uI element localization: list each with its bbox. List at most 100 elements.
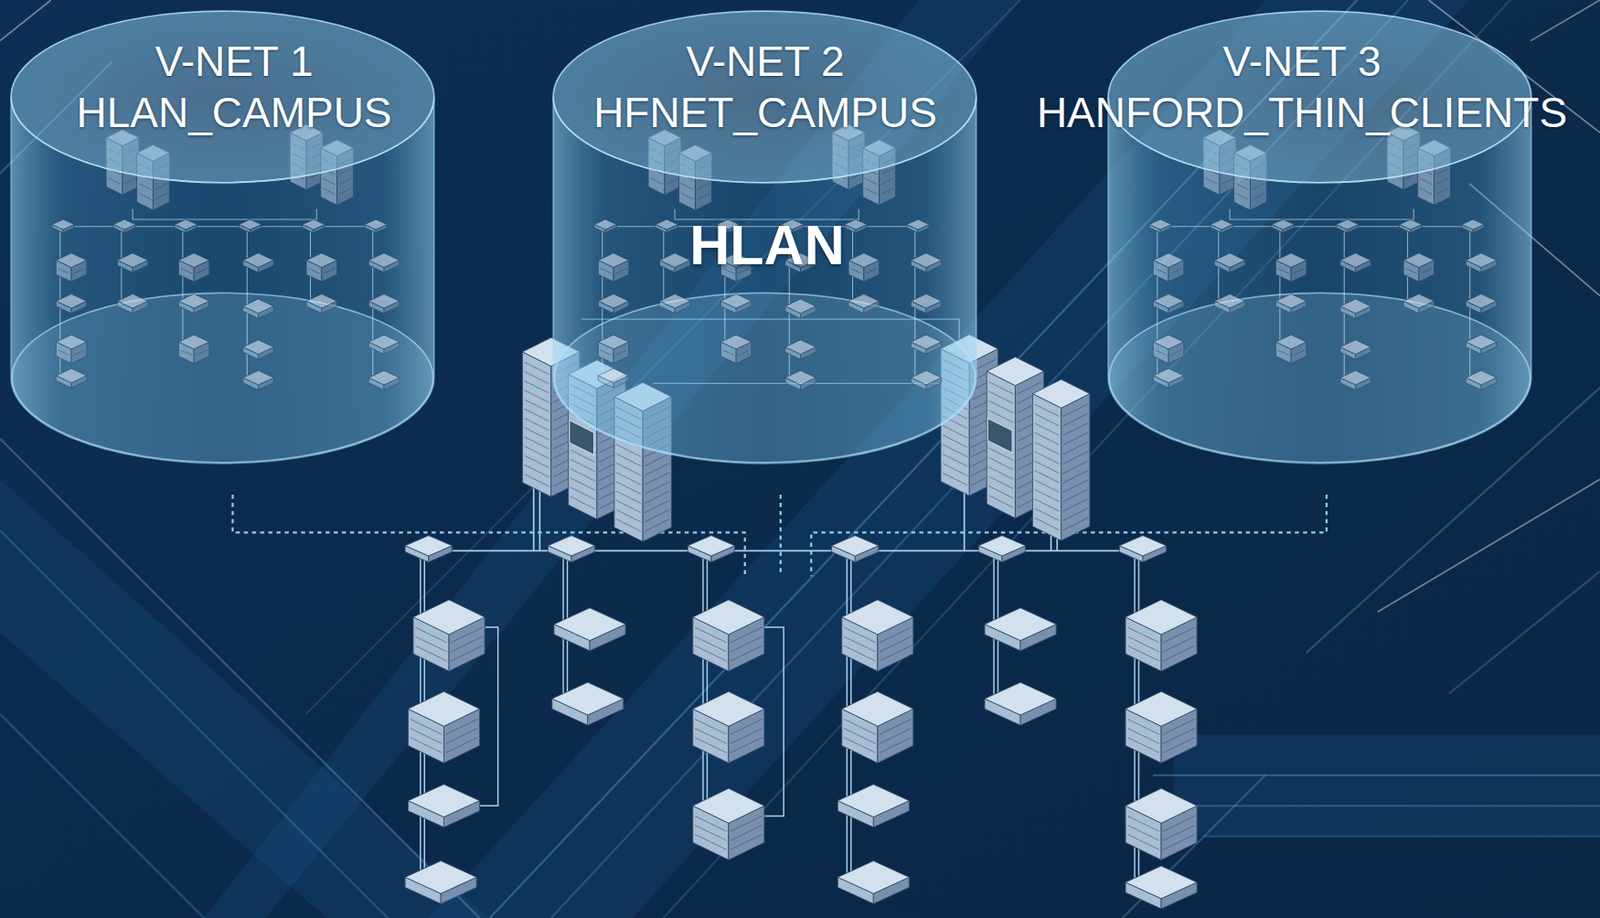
- switch-icon: [659, 293, 691, 313]
- switch-icon: [1399, 219, 1423, 234]
- switch-icon: [785, 340, 817, 360]
- server-icon: [55, 253, 87, 282]
- server-icon: [306, 253, 338, 282]
- server-icon: [1125, 788, 1197, 860]
- switch-icon: [306, 293, 338, 313]
- server-icon: [848, 253, 880, 282]
- switch-icon: [52, 219, 75, 234]
- server-icon: [413, 599, 485, 672]
- switch-icon: [1152, 368, 1184, 388]
- server-icon: [1152, 334, 1184, 363]
- switch-icon: [910, 370, 942, 390]
- switch-icon: [1210, 219, 1234, 234]
- switch-icon: [785, 298, 817, 319]
- server-icon: [720, 334, 752, 363]
- server-icon: [842, 599, 914, 672]
- switch-icon: [848, 293, 880, 313]
- switch-icon: [1403, 293, 1435, 313]
- switch-icon: [1119, 535, 1166, 563]
- switch-icon: [1340, 370, 1372, 390]
- switch-icon: [55, 368, 87, 388]
- switch-icon: [1214, 253, 1246, 273]
- switch-icon: [984, 608, 1056, 651]
- switch-icon: [368, 370, 400, 390]
- server-icon: [1275, 334, 1307, 363]
- vnet-cylinder: V-NET 3 HANFORD_THIN_CLIENTS: [1107, 10, 1534, 465]
- switch-icon: [1465, 253, 1497, 273]
- switch-icon: [1125, 865, 1197, 909]
- switch-icon: [910, 334, 942, 354]
- switch-icon: [117, 293, 149, 313]
- switch-icon: [597, 293, 630, 313]
- switch-icon: [1152, 293, 1184, 313]
- switch-icon: [906, 219, 930, 234]
- cylinder-floor: [11, 292, 433, 462]
- switch-icon: [687, 535, 735, 563]
- server-icon: [178, 334, 210, 363]
- server-icon: [842, 691, 914, 763]
- switch-icon: [243, 253, 275, 273]
- server-icon: [178, 253, 210, 282]
- switch-icon: [978, 535, 1025, 563]
- server-icon: [1275, 253, 1307, 282]
- switch-icon: [984, 682, 1056, 726]
- switch-icon: [844, 219, 868, 234]
- switch-icon: [405, 535, 452, 563]
- server-icon: [1032, 379, 1090, 541]
- switch-icon: [837, 861, 909, 905]
- switch-icon: [238, 219, 262, 234]
- cylinder-floor: [554, 292, 975, 462]
- vnet-label: V-NET 2 HFNET_CAMPUS: [536, 35, 994, 139]
- switch-icon: [1340, 253, 1372, 273]
- switch-icon: [178, 293, 210, 313]
- switch-icon: [364, 219, 388, 234]
- switch-icon: [910, 293, 942, 313]
- switch-icon: [243, 340, 275, 360]
- switch-icon: [1465, 370, 1497, 390]
- switch-icon: [113, 219, 137, 234]
- switch-icon: [720, 293, 752, 313]
- switch-icon: [594, 219, 618, 234]
- dashed-bus: [232, 494, 1326, 576]
- switch-icon: [1461, 219, 1485, 234]
- switch-icon: [1340, 340, 1372, 360]
- cylinder-floor: [1109, 292, 1530, 462]
- switch-icon: [554, 608, 626, 651]
- switch-icon: [1214, 293, 1246, 313]
- switch-icon: [1271, 219, 1295, 234]
- switch-icon: [1465, 293, 1497, 313]
- switch-icon: [552, 682, 624, 726]
- vnet-cylinder: V-NET 1 HLAN_CAMPUS: [10, 10, 437, 465]
- switch-icon: [407, 784, 480, 828]
- server-icon: [597, 334, 630, 363]
- switch-icon: [174, 219, 198, 234]
- vnet-label: V-NET 1 HLAN_CAMPUS: [5, 35, 463, 139]
- network-title: HLAN: [689, 217, 844, 274]
- vnet-label: V-NET 3 HANFORD_THIN_CLIENTS: [1009, 35, 1595, 139]
- network-devices: [405, 535, 1197, 909]
- switch-icon: [597, 368, 630, 388]
- switch-icon: [1465, 334, 1497, 354]
- server-icon: [1403, 253, 1435, 282]
- switch-icon: [368, 253, 400, 273]
- switch-icon: [368, 334, 400, 354]
- server-icon: [693, 691, 765, 763]
- switch-icon: [832, 535, 879, 563]
- switch-icon: [837, 784, 909, 828]
- server-icon: [693, 599, 765, 672]
- switch-icon: [655, 219, 679, 234]
- switch-icon: [1149, 219, 1173, 234]
- switch-icon: [243, 370, 275, 390]
- switch-icon: [1340, 298, 1372, 319]
- switch-icon: [547, 535, 595, 563]
- switch-icon: [785, 370, 817, 390]
- server-icon: [597, 253, 630, 282]
- server-icon: [693, 788, 765, 860]
- switch-icon: [243, 298, 275, 319]
- switch-icon: [405, 861, 477, 905]
- server-icon: [1125, 691, 1197, 763]
- server-icon: [1152, 253, 1184, 282]
- server-icon: [55, 334, 87, 363]
